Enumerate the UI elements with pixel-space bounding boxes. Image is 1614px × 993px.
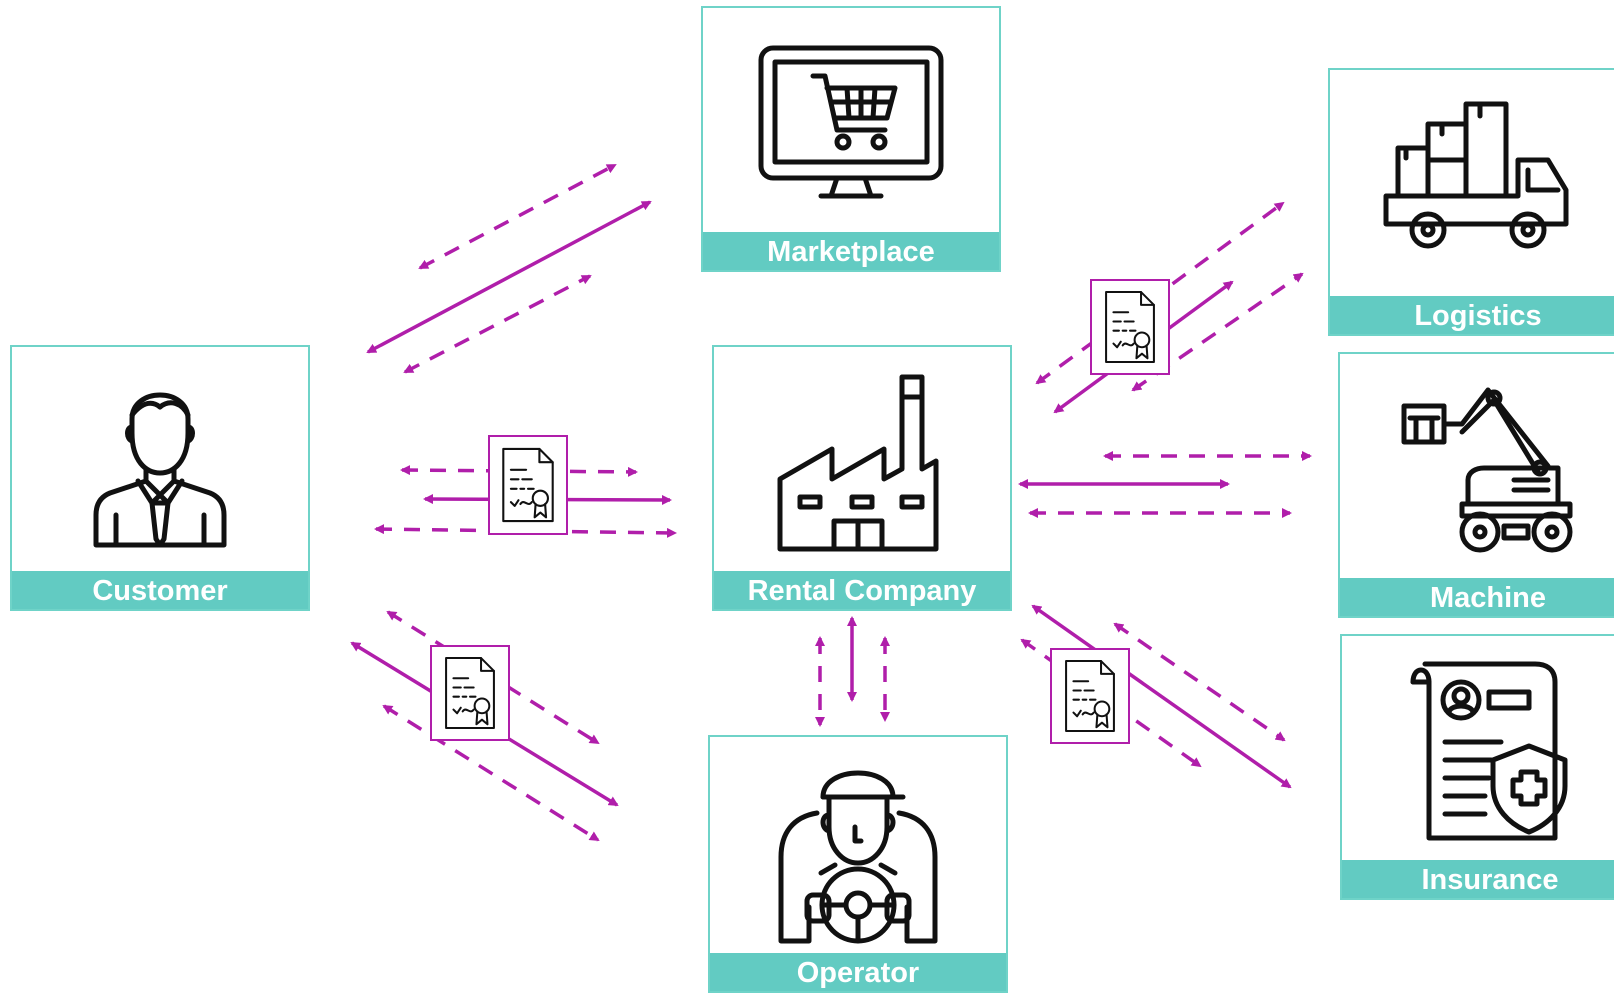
contract-customer-operator (430, 645, 510, 741)
insurance-document-icon (1410, 661, 1568, 841)
logistics-node: Logistics (1328, 68, 1614, 336)
arrow-customer-operator-dashed-2 (382, 704, 600, 842)
delivery-truck-icon (1383, 101, 1569, 249)
rental-company-label: Rental Company (714, 571, 1010, 609)
certificate-document-icon (1065, 660, 1115, 732)
machine-node: Machine (1338, 352, 1614, 618)
certificate-document-icon (445, 657, 495, 729)
customer-label: Customer (12, 571, 308, 609)
customer-node: Customer (10, 345, 310, 611)
driver-icon (778, 770, 938, 944)
insurance-label: Insurance (1342, 860, 1614, 898)
logistics-label: Logistics (1330, 296, 1614, 334)
factory-icon (777, 374, 939, 552)
marketplace-node: Marketplace (701, 6, 1001, 272)
contract-rental-insurance (1050, 648, 1130, 744)
machine-label: Machine (1340, 578, 1614, 616)
arrow-customer-marketplace-dashed-1 (418, 163, 617, 270)
contract-rental-logistics (1090, 279, 1170, 375)
operator-node: Operator (708, 735, 1008, 993)
rental-company-node: Rental Company (712, 345, 1012, 611)
monitor-shopping-cart-icon (758, 45, 944, 199)
operator-label: Operator (710, 953, 1006, 991)
marketplace-label: Marketplace (703, 232, 999, 270)
certificate-document-icon (1105, 291, 1155, 363)
excavator-icon (1401, 387, 1573, 553)
arrow-customer-marketplace-dashed-2 (403, 274, 592, 374)
certificate-document-icon (502, 447, 554, 523)
arrow-customer-marketplace-solid (366, 200, 652, 354)
insurance-node: Insurance (1340, 634, 1614, 900)
businessman-icon (93, 392, 227, 548)
contract-customer-rental (488, 435, 568, 535)
